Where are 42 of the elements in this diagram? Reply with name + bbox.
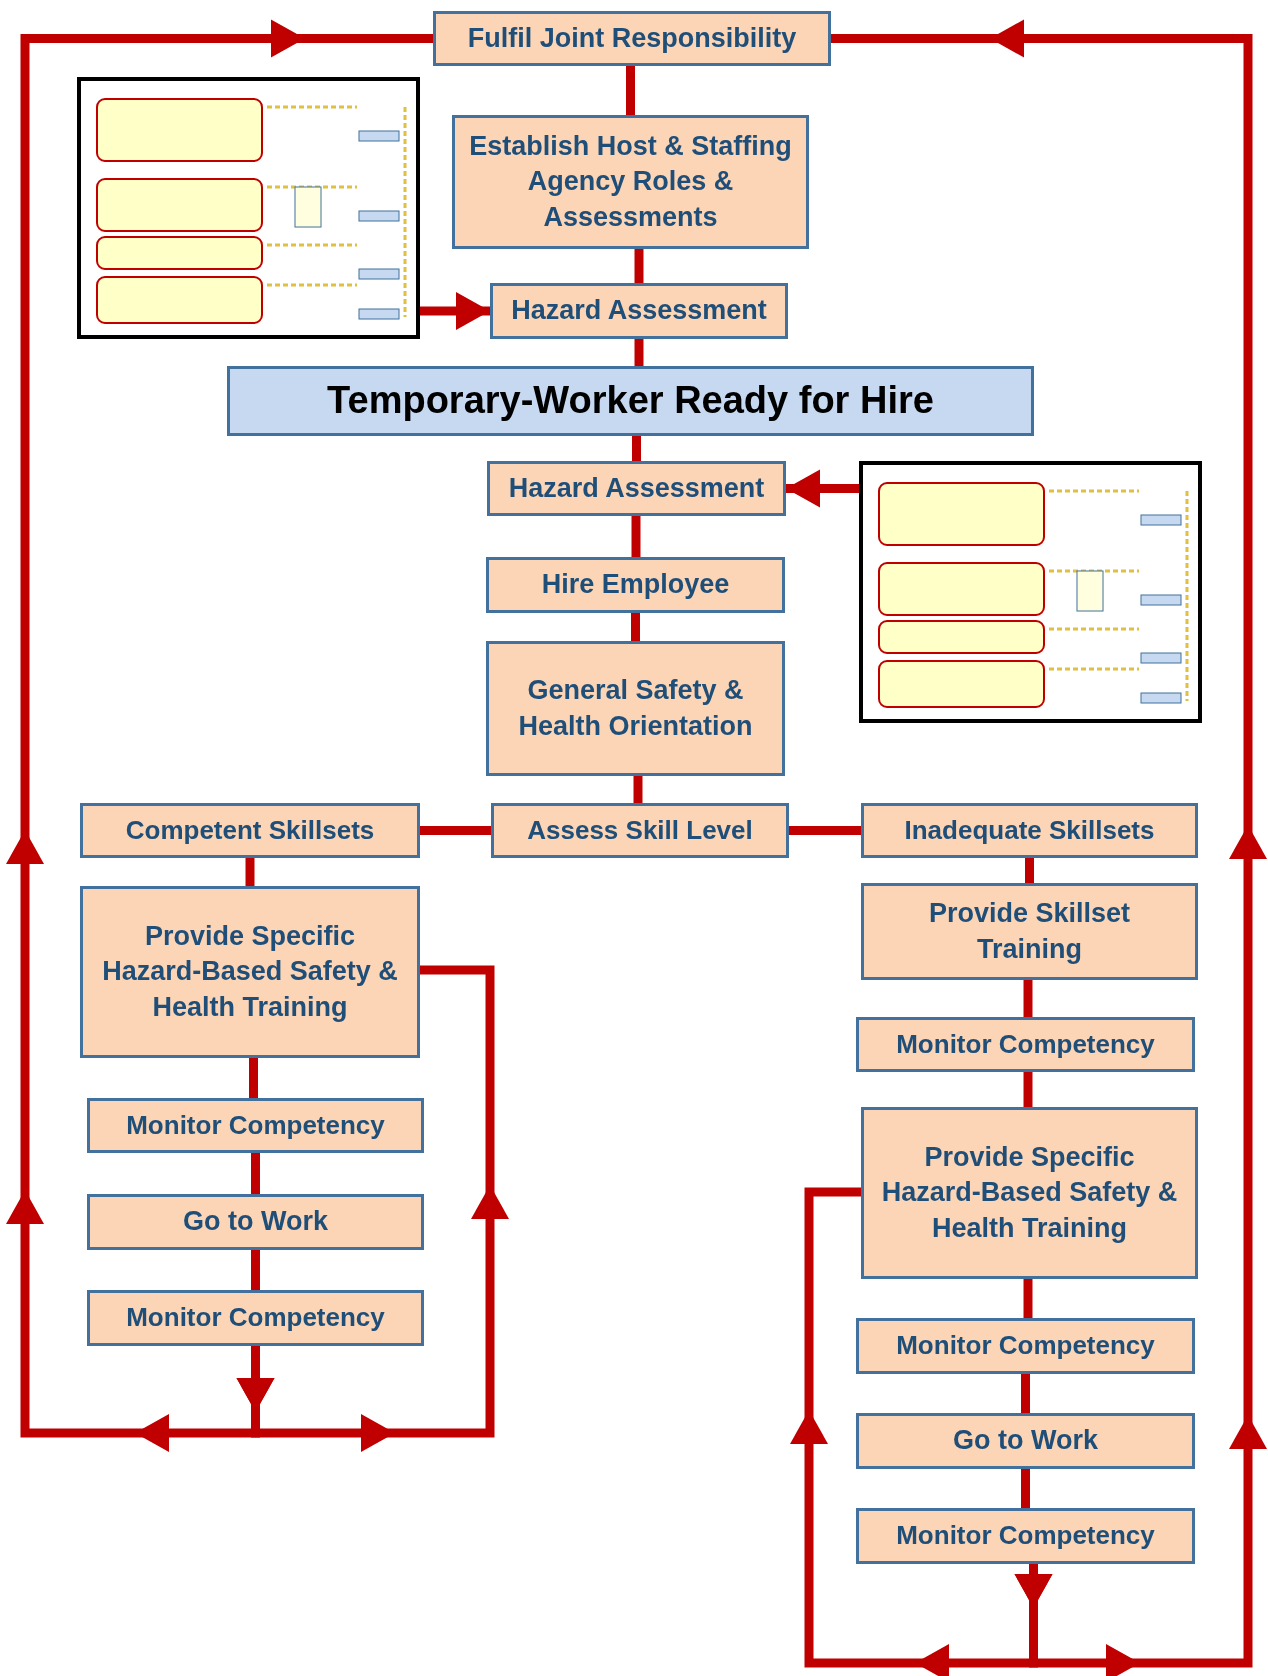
process-box	[486, 557, 785, 613]
process-box	[87, 1098, 424, 1153]
box-label: Inadequate Skillsets	[904, 813, 1155, 847]
process-box	[490, 283, 788, 339]
box-label: Go to Work	[183, 1205, 328, 1239]
box-label: Hire Employee	[541, 568, 730, 602]
process-box	[487, 461, 786, 516]
box-label: Provide Skillset Training	[927, 897, 1132, 966]
process-box	[491, 803, 789, 858]
box-label: Monitor Competency	[126, 1108, 385, 1142]
box-label: Temporary-Worker Ready for Hire	[327, 378, 934, 424]
box-label: Competent Skillsets	[125, 813, 375, 847]
picture	[858, 461, 1203, 723]
process-box	[433, 11, 831, 66]
box-label: Fulfil Joint Responsibility	[467, 21, 797, 55]
box-label: General Safety & Health Orientation	[517, 674, 754, 743]
picture	[77, 77, 420, 339]
process-box	[861, 883, 1198, 980]
process-box	[856, 1318, 1195, 1374]
box-label: Monitor Competency	[126, 1301, 385, 1335]
box-label: Monitor Competency	[896, 1027, 1155, 1061]
process-box	[87, 1290, 424, 1346]
box-label: Go to Work	[953, 1424, 1098, 1458]
process-box	[80, 886, 420, 1058]
box-label: Hazard Assessment	[511, 294, 767, 328]
process-box	[856, 1413, 1195, 1469]
box-label: Provide Specific Hazard-Based Safety & Health Training	[101, 920, 399, 1024]
box-label: Monitor Competency	[896, 1329, 1155, 1363]
process-box	[80, 803, 420, 858]
process-box	[861, 1107, 1198, 1279]
process-box	[856, 1508, 1195, 1564]
process-box	[861, 803, 1198, 858]
box-label: Establish Host & Staffing Agency Roles & Assessments	[468, 130, 793, 234]
process-box	[486, 641, 785, 776]
box-label: Provide Specific Hazard-Based Safety & Health Training	[880, 1141, 1179, 1245]
process-box	[452, 115, 809, 249]
process-box	[856, 1017, 1195, 1072]
title-box	[227, 366, 1034, 436]
box-label: Monitor Competency	[896, 1519, 1155, 1553]
process-box	[87, 1194, 424, 1250]
box-label: Hazard Assessment	[508, 471, 765, 505]
box-label: Assess Skill Level	[527, 813, 753, 847]
